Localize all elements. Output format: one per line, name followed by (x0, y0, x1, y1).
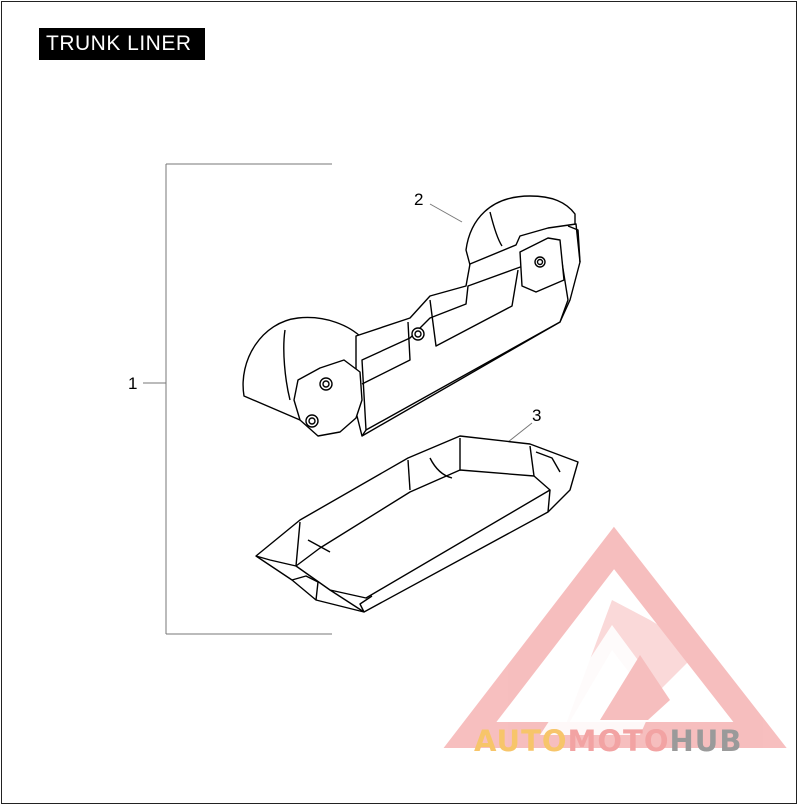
callout-1: 1 (128, 374, 137, 393)
callout-3: 3 (532, 406, 541, 425)
page-title: TRUNK LINER (39, 28, 205, 60)
leader-line-3 (507, 422, 533, 443)
watermark-text: AUTOMOTOHUB (474, 724, 742, 758)
leader-line-2 (429, 203, 463, 223)
watermark-auto: AUTO (474, 724, 568, 758)
lower-tray-part (255, 435, 579, 613)
assembly-bracket (143, 163, 332, 635)
watermark-hub: HUB (669, 724, 743, 758)
watermark-moto: MOTO (567, 724, 670, 758)
upper-liner-part (242, 195, 581, 437)
callout-2: 2 (414, 190, 423, 209)
watermark-logo-icon (443, 526, 787, 748)
